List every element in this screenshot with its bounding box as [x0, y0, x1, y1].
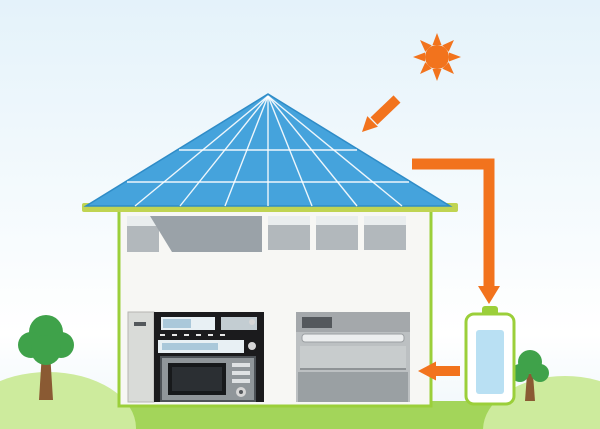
panel-grid-line — [267, 95, 403, 207]
solar-roof — [83, 93, 453, 207]
panel-grid-line — [267, 95, 313, 207]
dishwasher-lower-band — [298, 372, 408, 402]
dishwasher-front-panel — [300, 346, 406, 368]
sun-ray — [420, 40, 432, 52]
left-hill — [0, 372, 136, 429]
sun-ray — [432, 69, 442, 81]
control-button — [232, 371, 250, 375]
dishwasher-groove — [300, 368, 406, 370]
sun-core — [425, 45, 449, 69]
control-knob — [249, 319, 255, 325]
control-knob — [248, 342, 256, 350]
cabinet-panel — [127, 311, 155, 403]
arrow-head — [362, 116, 378, 132]
battery-charge-core — [476, 330, 504, 394]
arrow-shaft — [412, 158, 495, 288]
button — [184, 334, 189, 336]
tree-crown — [531, 364, 549, 382]
arrow-shaft — [370, 95, 401, 125]
sun-ray — [449, 52, 461, 62]
display-readout — [162, 343, 218, 350]
sun-icon — [413, 33, 461, 81]
window-highlight — [364, 216, 406, 225]
range-hood — [150, 216, 262, 252]
window-highlight — [316, 216, 358, 225]
button — [172, 334, 177, 336]
dishwasher-handle — [301, 333, 405, 343]
window-highlight — [268, 216, 310, 225]
control-button — [232, 379, 250, 383]
display-screen — [221, 317, 257, 330]
display-readout — [163, 319, 191, 328]
arrow-roof-to-battery — [412, 158, 500, 304]
microwave-oven — [160, 356, 256, 402]
knob-center — [239, 390, 243, 394]
house — [82, 93, 458, 408]
sun-ray — [442, 62, 454, 74]
right-tree — [511, 350, 549, 401]
battery-unit — [464, 306, 516, 406]
sun-ray — [420, 62, 432, 74]
dishwasher — [296, 312, 410, 402]
window-highlight — [127, 216, 159, 226]
panel-grid-line — [134, 95, 269, 207]
arrow-battery-to-appliance — [418, 361, 460, 381]
sun-ray — [432, 33, 442, 45]
button — [160, 334, 165, 336]
arrow-head — [418, 361, 436, 381]
upper-windows — [127, 216, 406, 252]
panel-grid-line — [179, 95, 269, 207]
microwave-door-inner — [172, 367, 222, 391]
button — [220, 334, 225, 336]
tree-crown — [31, 335, 61, 365]
tree-trunk — [525, 374, 535, 401]
panel-grid-line — [267, 95, 358, 207]
sun-ray — [413, 52, 425, 62]
dishwasher-control-panel — [302, 317, 332, 328]
button — [208, 334, 213, 336]
sun-ray — [442, 40, 454, 52]
arrow-sun-to-roof — [362, 95, 401, 132]
arrow-head — [478, 286, 500, 304]
button — [196, 334, 201, 336]
cabinet-handle — [134, 322, 146, 326]
left-tree — [18, 315, 74, 400]
control-button — [232, 363, 250, 367]
panel-grid-line — [224, 95, 269, 207]
